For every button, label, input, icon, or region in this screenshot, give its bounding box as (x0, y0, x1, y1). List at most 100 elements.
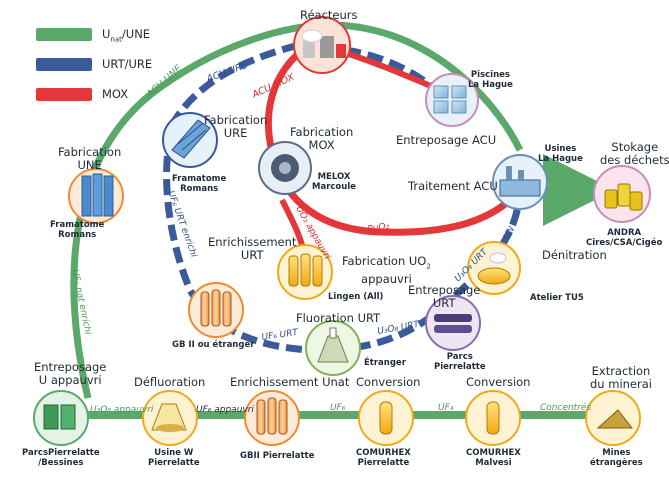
label-etranger: Étranger (364, 358, 406, 368)
label-framatome-ure: Framatome Romans (172, 174, 226, 194)
label-entreposage-u: Entreposage U appauvri (34, 361, 106, 387)
reprocessing-plant-icon (492, 154, 548, 210)
label-entreposage-acu: Entreposage ACU (396, 133, 497, 147)
legend-label-une: Unat/UNE (102, 27, 150, 43)
label-stokage-l2: des déchets (600, 153, 669, 167)
legend-swatch-urt (36, 58, 92, 71)
conversion-pierrelatte-icon (358, 390, 414, 446)
label-parcs-bessines-l2: /Bessines (38, 458, 84, 468)
label-fab-une-l2: UNE (77, 158, 102, 172)
label-framatome-ure-l2: Romans (180, 184, 219, 194)
label-comurhex-p: COMURHEX Pierrelatte (356, 448, 411, 468)
label-fab-une: Fabrication UNE (58, 146, 121, 172)
label-melox-l2: Marcoule (312, 182, 356, 192)
conversion-malvesi-icon (465, 390, 521, 446)
mines-icon (585, 390, 641, 446)
label-extraction-l2: du minerai (590, 377, 652, 391)
une-loop (70, 21, 524, 399)
label-fab-ure: Fabrication URE (204, 114, 267, 140)
label-enrich-urt-l1: Enrichissement (208, 235, 297, 249)
melox-icon (258, 141, 312, 195)
flow-label-uf6: UF₆ (330, 403, 346, 413)
label-framatome-une-l1: Framatome (50, 220, 105, 230)
label-comurhex-m: COMURHEX Malvesi (466, 448, 521, 468)
label-fab-uo2-sub: 2 (426, 262, 431, 271)
label-framatome-ure-l1: Framatome (172, 174, 227, 184)
label-stokage: Stokage des déchets (600, 141, 669, 167)
legend-swatch-une (36, 28, 92, 41)
label-usines-l2: La Hague (538, 154, 583, 164)
label-entreposage-u-l1: Entreposage (34, 360, 107, 374)
label-parcs-bessines-l1: ParcsPierrelatte (22, 448, 100, 458)
label-piscines-l2: La Hague (468, 80, 513, 90)
label-usine-w-l1: Usine W (154, 448, 194, 458)
label-piscines: Piscines La Hague (468, 70, 513, 90)
une-fuel-assembly-icon (68, 168, 124, 224)
urt-loop (163, 36, 524, 354)
label-fab-uo2: Fabrication UO2 appauvri (342, 255, 431, 286)
label-melox: MELOX Marcoule (312, 172, 356, 192)
label-lingen: Lingen (All) (328, 292, 384, 302)
label-fluoration-urt: Fluoration URT (296, 311, 381, 325)
label-comurhex-m-l2: Malvesi (475, 458, 512, 468)
label-framatome-une: Framatome Romans (50, 220, 104, 240)
label-melox-l1: MELOX (317, 172, 351, 182)
label-parcs-pierrelatte-l1: Parcs (446, 352, 473, 362)
legend-une-prefix: U (102, 27, 111, 41)
flow-label-puo2: PuO₂ (367, 221, 391, 235)
label-usine-w-l2: Pierrelatte (148, 458, 200, 468)
urt-storage-icon (425, 295, 481, 351)
denitration-icon (467, 241, 521, 295)
label-usines: Usines La Hague (538, 144, 583, 164)
label-parcs-pierrelatte: Parcs Pierrelatte (434, 352, 486, 372)
label-entreposage-urt-l2: URT (432, 296, 456, 310)
legend-swatch-mox (36, 88, 92, 101)
label-comurhex-m-l1: COMURHEX (466, 448, 521, 458)
label-gbii-pierrelatte: GBII Pierrelatte (240, 451, 315, 461)
label-piscines-l1: Piscines (470, 70, 510, 80)
label-usines-l1: Usines (544, 144, 577, 154)
legend-une-suffix: /UNE (121, 27, 151, 41)
label-reacteurs: Réacteurs (300, 8, 358, 22)
label-comurhex-p-l1: COMURHEX (356, 448, 411, 458)
label-parcs-bessines: ParcsPierrelatte /Bessines (22, 448, 100, 468)
flow-label-uf4: UF₄ (438, 403, 454, 413)
label-fab-mox: Fabrication MOX (290, 126, 353, 152)
label-andra-l2: Cires/CSA/Cigéo (586, 238, 663, 248)
label-andra-l1: ANDRA (607, 228, 642, 238)
label-conversion-2: Conversion (466, 375, 531, 389)
label-atelier-tu5: Atelier TU5 (530, 293, 584, 303)
legend-une-sub: nat (110, 35, 122, 44)
legend-label-mox: MOX (102, 87, 129, 101)
label-fab-ure-l1: Fabrication (204, 113, 268, 127)
label-enrich-urt-l2: URT (240, 248, 264, 262)
urt-pool-link (344, 46, 433, 88)
label-fab-uo2-text: Fabrication UO (342, 254, 427, 268)
label-fab-une-l1: Fabrication (58, 145, 122, 159)
flow-label-uf6-appauvri: UF₆ appauvri (196, 405, 254, 415)
lingen-cylinders-icon (277, 244, 333, 300)
flow-label-uf6-urt-enrichi: UF₆ URT enrichi (165, 190, 199, 260)
urt-enrichment-icon (188, 282, 244, 338)
label-enrich-unat: Enrichissement Unat (230, 375, 350, 389)
label-framatome-une-l2: Romans (58, 230, 97, 240)
label-traitement-acu: Traitement ACU (408, 179, 498, 193)
label-comurhex-p-l2: Pierrelatte (357, 458, 410, 468)
pool-icon (425, 73, 479, 127)
defluorination-icon (142, 390, 198, 446)
label-fab-uo2-l2: appauvri (361, 272, 412, 287)
flow-label-acu-ure: ACU URE (204, 60, 249, 85)
flow-label-u3o8-appauvri: U₃O₈ appauvri (90, 405, 154, 415)
label-parcs-pierrelatte-l2: Pierrelatte (434, 362, 486, 372)
unat-enrichment-icon (244, 390, 300, 446)
depleted-u-storage-icon (33, 390, 89, 446)
label-mines-l2: étrangères (590, 458, 643, 468)
label-fab-ure-l2: URE (223, 126, 248, 140)
legend-label-urt: URT/URE (102, 57, 153, 71)
label-andra: ANDRA Cires/CSA/Cigéo (586, 228, 662, 248)
label-fab-mox-l2: MOX (308, 138, 335, 152)
label-entreposage-u-l2: U appauvri (38, 373, 102, 387)
label-denitration: Dénitration (542, 248, 607, 262)
